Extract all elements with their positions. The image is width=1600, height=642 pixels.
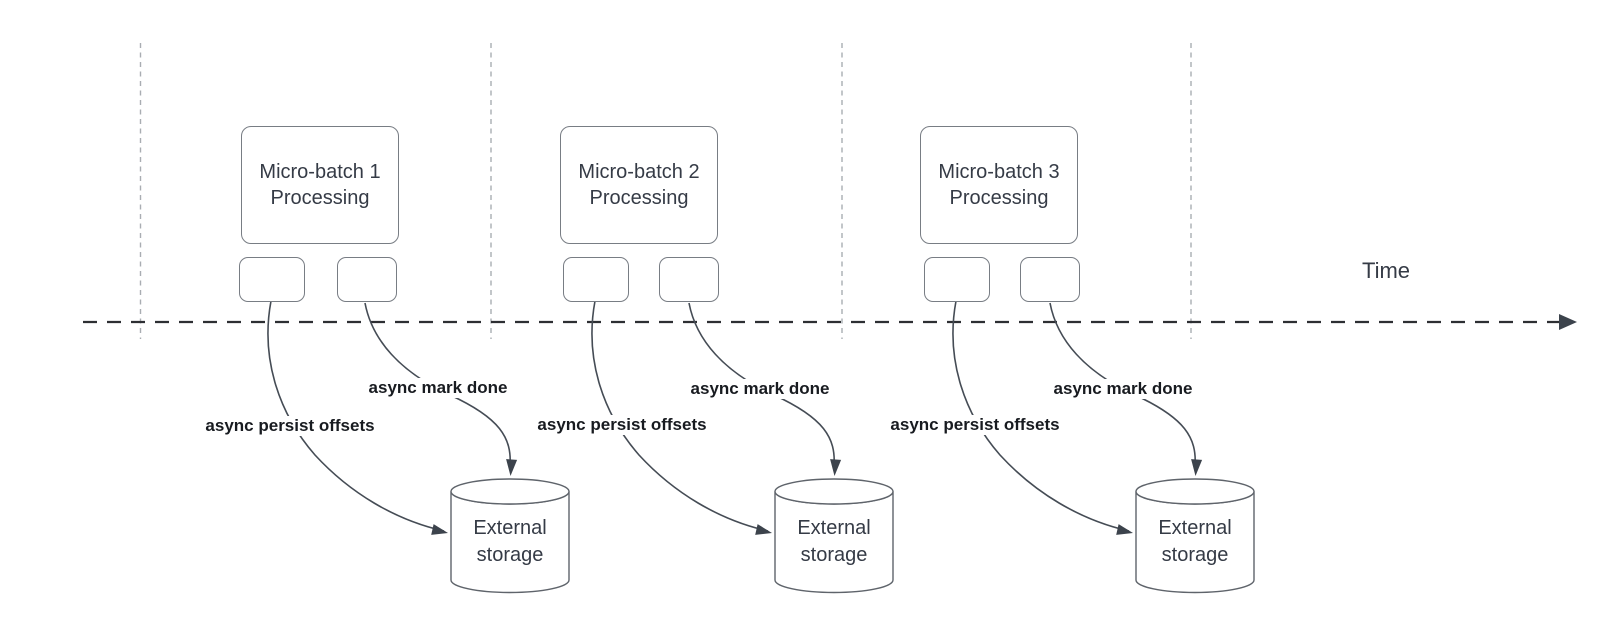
persist-offsets-edge xyxy=(591,300,769,532)
micro-batch-2-box: Micro-batch 2 Processing xyxy=(560,126,718,244)
mark-done-label: async mark done xyxy=(365,378,511,398)
time-axis-label: Time xyxy=(1361,258,1411,283)
mark-done-arrowhead xyxy=(506,459,518,476)
micro-batch-3-box: Micro-batch 3 Processing xyxy=(920,126,1078,244)
mark-done-label: async mark done xyxy=(1050,379,1196,399)
mark-done-task-rect xyxy=(1020,257,1080,302)
persist-offsets-arrowhead xyxy=(755,524,772,535)
storage-label-line1: External xyxy=(473,517,547,539)
box-label-line1: Micro-batch 2 xyxy=(578,161,700,183)
box-label-line2: Processing xyxy=(949,187,1049,209)
persist-offsets-label: async persist offsets xyxy=(202,416,378,436)
external-storage-cylinder-top xyxy=(450,478,570,505)
persist-offsets-label: async persist offsets xyxy=(887,415,1063,435)
box-label-line2: Processing xyxy=(589,187,689,209)
box-label-line2: Processing xyxy=(270,187,370,209)
storage-label-line2: storage xyxy=(476,544,544,566)
mark-done-task-rect xyxy=(337,257,397,302)
external-storage-label: External storage xyxy=(775,515,893,569)
batch-2-edges xyxy=(591,300,894,594)
offset-task-rect xyxy=(239,257,305,302)
external-storage-cylinder-top xyxy=(1135,478,1255,505)
storage-label-line2: storage xyxy=(800,544,868,566)
offset-task-rect xyxy=(924,257,990,302)
external-storage-label: External storage xyxy=(1136,515,1254,569)
offset-task-rect xyxy=(563,257,629,302)
micro-batch-3-box-label: Micro-batch 3 Processing xyxy=(938,159,1059,211)
persist-offsets-label: async persist offsets xyxy=(534,415,710,435)
box-label-line1: Micro-batch 3 xyxy=(938,161,1060,183)
storage-label-line2: storage xyxy=(1161,544,1229,566)
mark-done-label: async mark done xyxy=(687,379,833,399)
persist-offsets-arrowhead xyxy=(431,524,448,535)
mark-done-arrowhead xyxy=(1191,459,1203,476)
persist-offsets-edge xyxy=(267,300,445,532)
persist-offsets-edge xyxy=(952,300,1130,532)
timeline-arrowhead xyxy=(1559,314,1577,330)
micro-batch-2-box-label: Micro-batch 2 Processing xyxy=(578,159,699,211)
external-storage-cylinder-top xyxy=(774,478,894,505)
box-label-line1: Micro-batch 1 xyxy=(259,161,381,183)
mark-done-task-rect xyxy=(659,257,719,302)
micro-batch-1-box-label: Micro-batch 1 Processing xyxy=(259,159,380,211)
storage-label-line1: External xyxy=(1158,517,1232,539)
micro-batch-1-box: Micro-batch 1 Processing xyxy=(241,126,399,244)
batch-3-edges xyxy=(952,300,1255,594)
mark-done-arrowhead xyxy=(830,459,842,476)
external-storage-label: External storage xyxy=(451,515,569,569)
storage-label-line1: External xyxy=(797,517,871,539)
persist-offsets-arrowhead xyxy=(1116,524,1133,535)
batch-1-edges xyxy=(267,300,570,594)
